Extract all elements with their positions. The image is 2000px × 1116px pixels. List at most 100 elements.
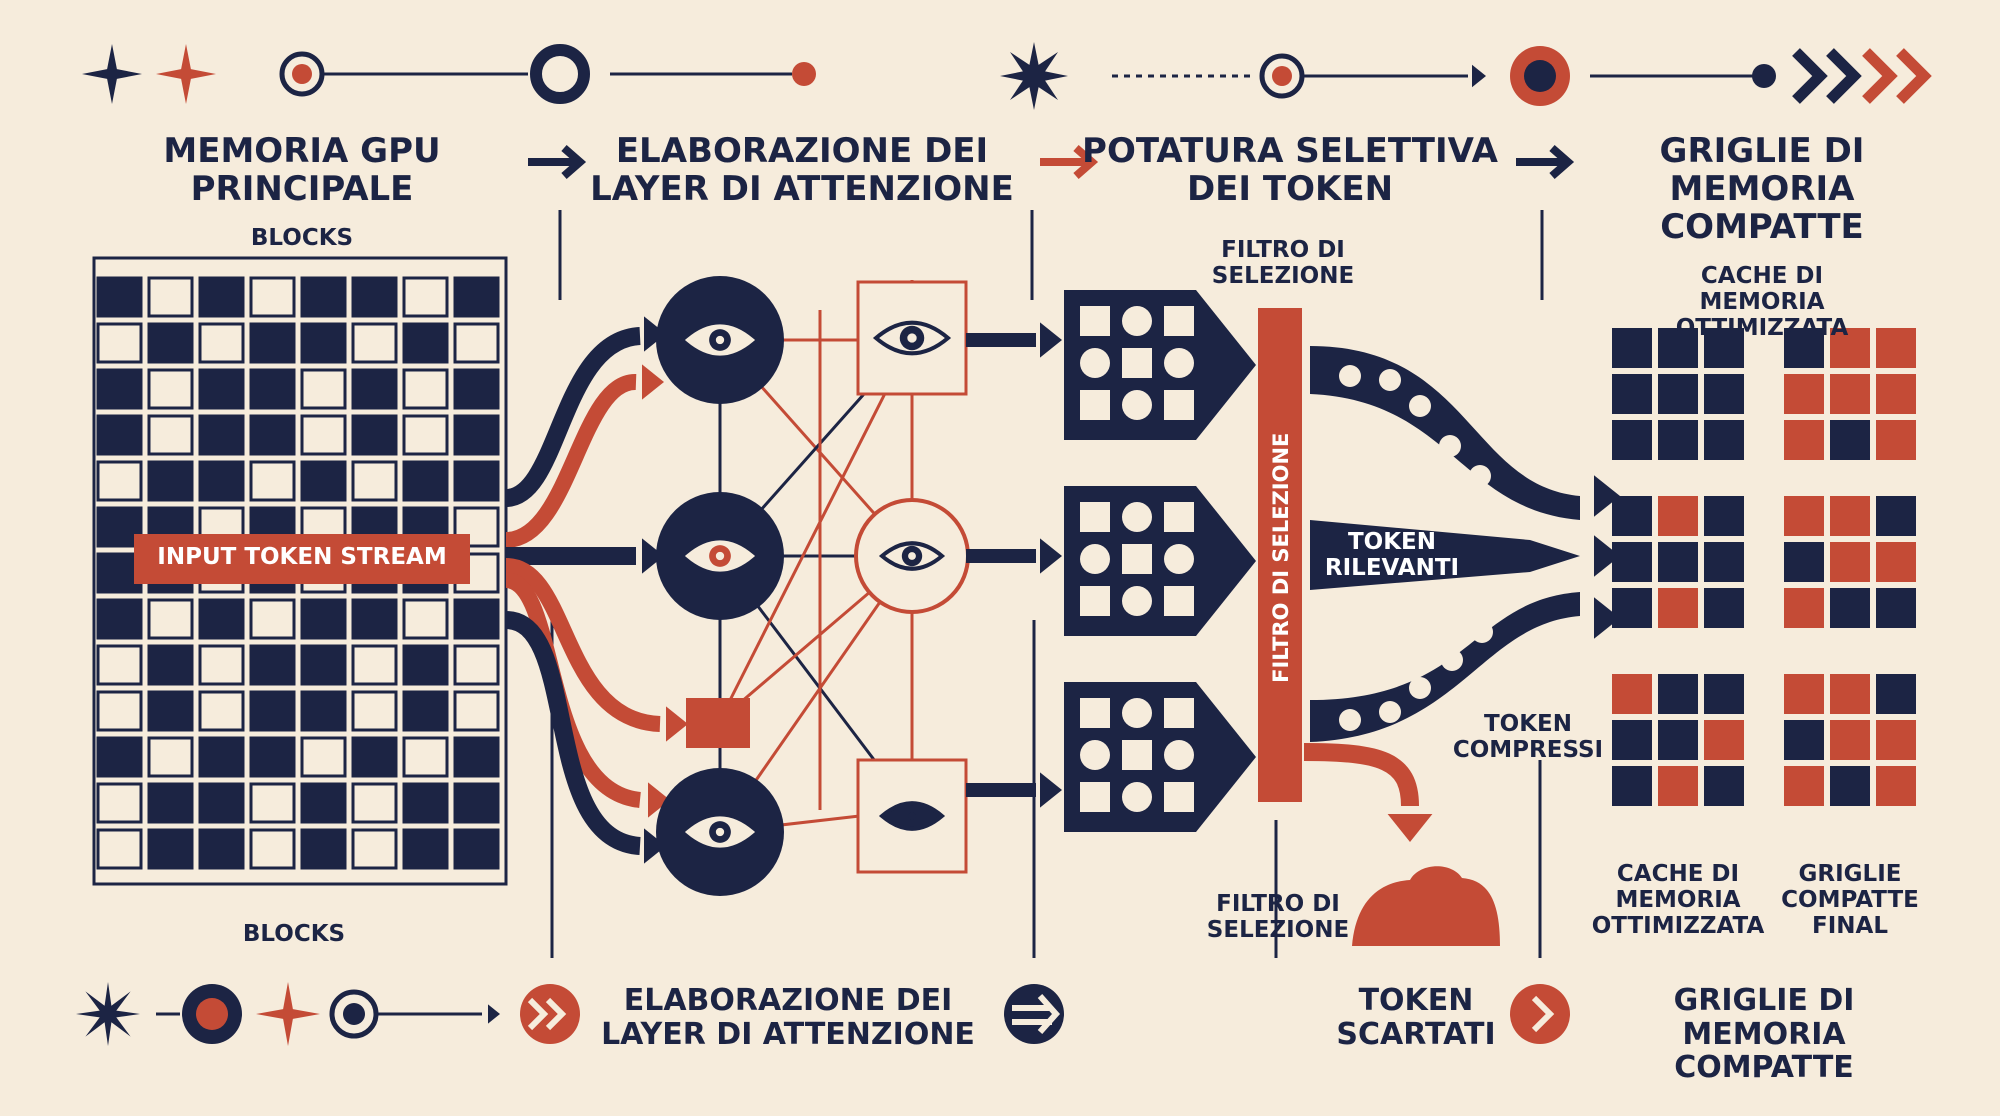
cache-cell <box>1704 328 1744 368</box>
cache-cell <box>1658 542 1698 582</box>
ring-icon <box>530 44 590 104</box>
memory-block <box>453 322 500 364</box>
token-chip <box>1164 544 1194 574</box>
memory-block <box>147 782 194 824</box>
cache-cell <box>1830 374 1870 414</box>
token-hopper <box>1064 290 1256 440</box>
memory-block <box>198 598 245 640</box>
memory-block <box>96 460 143 502</box>
token-chip <box>1122 544 1152 574</box>
chevron <box>1531 995 1555 1033</box>
sparkle-icon <box>256 982 320 1046</box>
memory-block <box>96 368 143 410</box>
memory-block <box>300 782 347 824</box>
token-chip <box>1080 740 1110 770</box>
token-dot <box>1439 435 1461 457</box>
memory-block <box>453 828 500 870</box>
footer-compact-grids-text: GRIGLIE DI MEMORIA COMPATTE <box>1673 983 1855 1086</box>
memory-block <box>96 690 143 732</box>
memory-block <box>198 782 245 824</box>
memory-block <box>453 414 500 456</box>
memory-block <box>402 782 449 824</box>
token-dot <box>1379 701 1401 723</box>
memory-block <box>249 828 296 870</box>
memory-block <box>300 598 347 640</box>
cache-cell <box>1612 374 1652 414</box>
cache-cell <box>1658 766 1698 806</box>
memory-block <box>96 276 143 318</box>
cache-cell <box>1876 328 1916 368</box>
target-center <box>292 64 312 84</box>
cache-cell <box>1704 588 1744 628</box>
memory-block <box>249 598 296 640</box>
token-chip <box>1122 390 1152 420</box>
token-hopper <box>1064 682 1256 832</box>
token-dot <box>1409 677 1431 699</box>
cache-cell <box>1704 420 1744 460</box>
chevron-arrows-icon <box>1792 48 1828 104</box>
arrow-circle-head <box>1037 994 1061 1034</box>
memory-block <box>198 736 245 778</box>
cache-cell <box>1704 766 1744 806</box>
cache-cell <box>1784 542 1824 582</box>
token-chip <box>1164 390 1194 420</box>
token-dot <box>1339 365 1361 387</box>
blocks-label-top: BLOCKS <box>250 225 354 251</box>
token-dot <box>1379 369 1401 391</box>
token-chip <box>1122 698 1152 728</box>
cache-cell <box>1658 374 1698 414</box>
token-chip <box>1122 502 1152 532</box>
token-chip <box>1080 306 1110 336</box>
eye-highlight <box>908 812 916 820</box>
token-chip <box>1122 306 1152 336</box>
token-hopper <box>1064 486 1256 636</box>
blocks-label-bottom: BLOCKS <box>242 921 346 947</box>
cache-cell <box>1612 496 1652 536</box>
arrowhead <box>642 364 664 400</box>
memory-block <box>96 414 143 456</box>
token-chip <box>1164 698 1194 728</box>
filter-label-top: FILTRO DI SELEZIONE <box>1211 237 1355 289</box>
memory-block <box>351 460 398 502</box>
cache-cell <box>1658 328 1698 368</box>
cache-cell <box>1784 588 1824 628</box>
cache-cell <box>1830 542 1870 582</box>
input-token-stream-label: INPUT TOKEN STREAM <box>157 544 447 570</box>
memory-block <box>300 690 347 732</box>
cache-cell <box>1658 420 1698 460</box>
heading-attention-layers: ELABORAZIONE DEI LAYER DI ATTENZIONE <box>590 131 1014 210</box>
memory-block <box>402 828 449 870</box>
token-chip <box>1164 502 1194 532</box>
cache-cell <box>1658 588 1698 628</box>
memory-block <box>249 460 296 502</box>
token-dot <box>1441 649 1463 671</box>
token-dot <box>1469 465 1491 487</box>
cache-cell <box>1876 542 1916 582</box>
memory-block <box>453 460 500 502</box>
cache-label-top: CACHE DI MEMORIA OTTIMIZZATA <box>1675 263 1849 341</box>
cache-cell <box>1612 328 1652 368</box>
memory-block <box>147 644 194 686</box>
discard-arrow <box>1303 743 1419 807</box>
cache-cell <box>1830 496 1870 536</box>
token-chip <box>1080 544 1110 574</box>
cache-cell <box>1876 588 1916 628</box>
arrowhead <box>1594 597 1620 639</box>
flow-arrow <box>505 558 661 732</box>
filter-bar-label: FILTRO DI SELEZIONE <box>1269 432 1294 683</box>
sparkle-icon <box>156 44 216 104</box>
memory-block <box>147 460 194 502</box>
token-dot <box>1471 621 1493 643</box>
record-center <box>196 998 228 1030</box>
token-chip <box>1080 348 1110 378</box>
chevron-circle-icon <box>1510 984 1570 1044</box>
cache-cell <box>1784 766 1824 806</box>
memory-block <box>147 368 194 410</box>
eye-highlight <box>715 335 725 345</box>
arrowhead <box>648 782 670 818</box>
arrowhead <box>488 1004 500 1024</box>
memory-block <box>96 782 143 824</box>
cache-cell <box>1876 766 1916 806</box>
